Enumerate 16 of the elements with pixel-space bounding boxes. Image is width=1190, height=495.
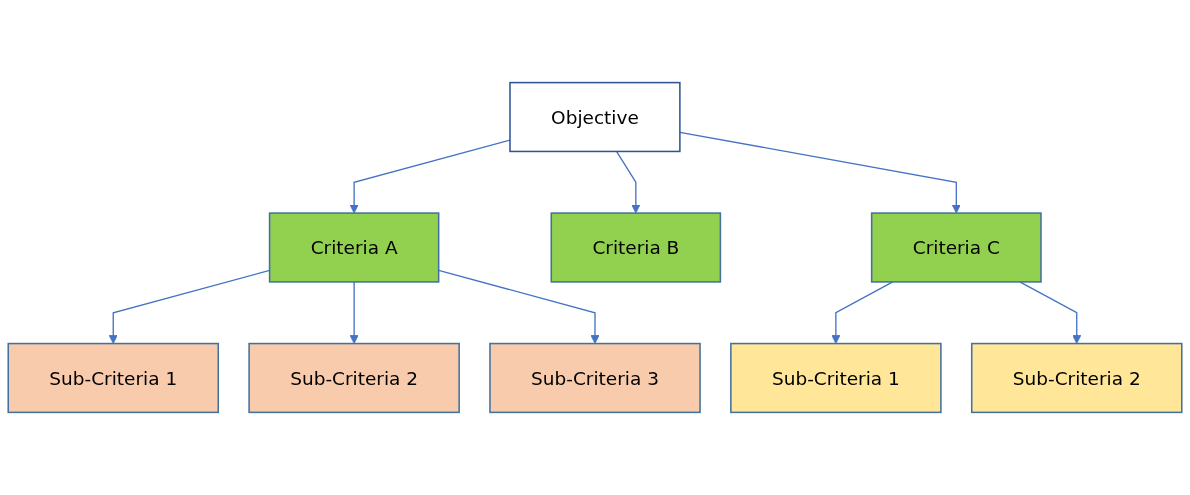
arrow	[1019, 281, 1082, 344]
arrow	[349, 281, 359, 344]
arrow	[349, 139, 511, 214]
node-box: Sub-Criteria 1	[730, 342, 942, 414]
node-box: Sub-Criteria 2	[970, 342, 1183, 414]
node-box: Sub-Criteria 1	[7, 342, 220, 414]
node-box: Criteria C	[870, 212, 1042, 283]
arrow	[615, 150, 641, 214]
node-box: Sub-Criteria 3	[489, 342, 701, 414]
arrow	[831, 281, 894, 344]
node-box: Criteria B	[550, 212, 722, 283]
arrow	[679, 131, 961, 214]
arrow	[438, 269, 600, 344]
node-box: Sub-Criteria 2	[248, 342, 460, 414]
node-box: Objective	[509, 81, 681, 153]
node-box: Criteria A	[268, 212, 440, 283]
